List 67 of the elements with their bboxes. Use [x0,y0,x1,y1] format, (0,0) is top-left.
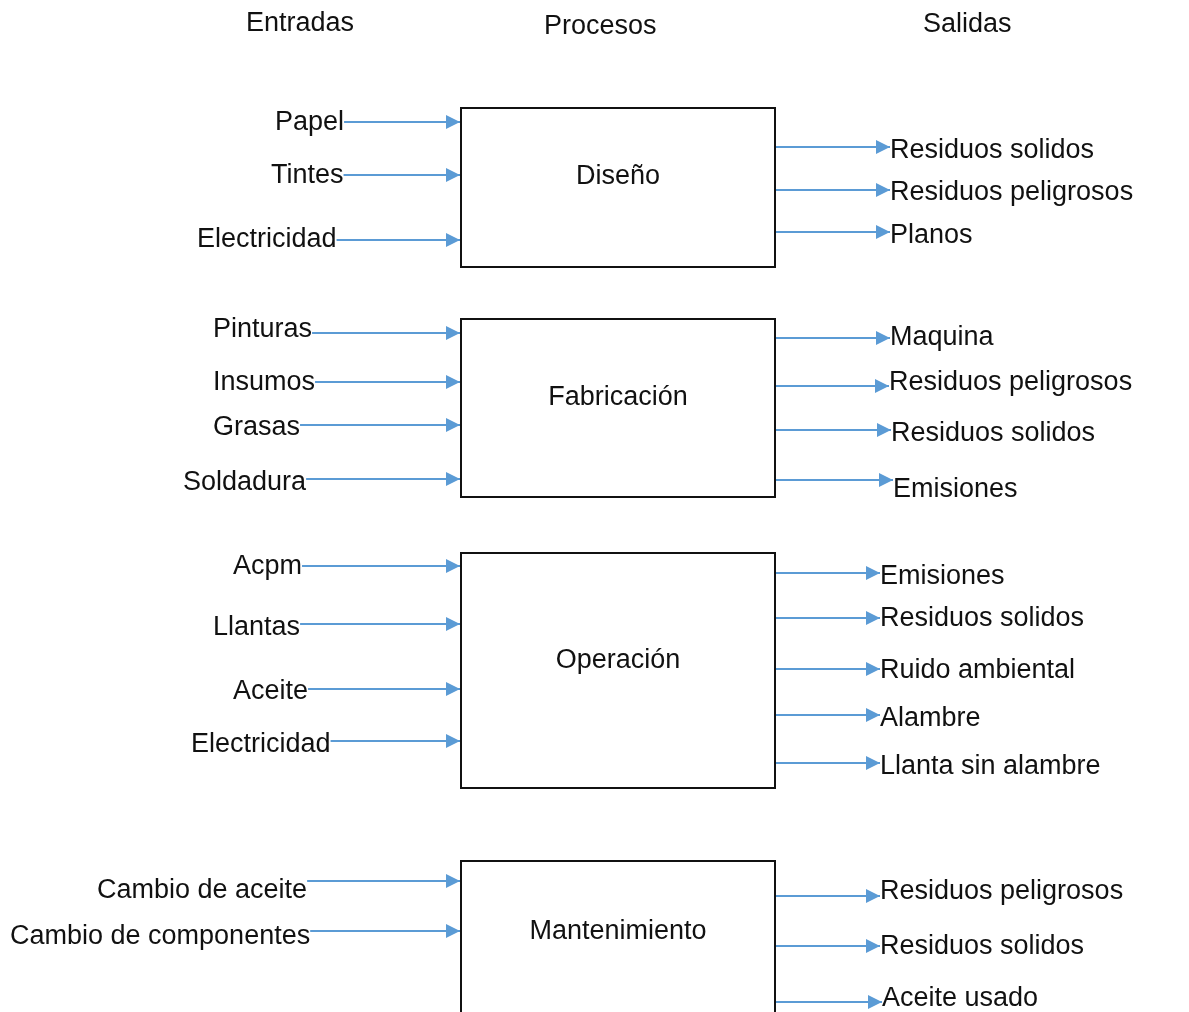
flow-label: Tintes [271,159,344,191]
arrow [775,939,881,953]
arrow [329,734,461,748]
arrow [299,617,461,631]
arrow [775,995,883,1009]
arrow [342,168,461,182]
column-header: Entradas [246,8,355,38]
flow-label: Residuos peligrosos [889,366,1133,398]
process-box [460,318,776,498]
arrow [775,423,892,437]
flow-label: Emisiones [893,473,1018,505]
arrow [299,418,461,432]
arrow [775,756,881,770]
arrow [307,682,461,696]
column-header: Procesos [544,11,657,41]
arrow [306,874,461,888]
process-label: Mantenimiento [529,915,707,947]
flow-label: Llanta sin alambre [880,750,1101,782]
arrow [311,326,461,340]
flow-label: Papel [275,106,345,138]
flow-label: Residuos solidos [890,134,1095,166]
arrow [775,566,881,580]
flow-label: Soldadura [183,466,307,498]
flow-label: Residuos solidos [891,417,1096,449]
flow-label: Cambio de componentes [10,920,311,952]
arrow [775,225,891,239]
arrow [775,379,890,393]
process-box [460,860,776,1012]
arrow [775,140,891,154]
flow-label: Electricidad [197,223,337,255]
arrow [775,662,881,676]
flow-label: Emisiones [880,560,1005,592]
flow-label: Aceite usado [882,982,1039,1012]
flow-label: Planos [890,219,973,251]
flow-label: Grasas [213,411,301,443]
flow-label: Electricidad [191,728,331,760]
arrow [305,472,461,486]
column-header: Salidas [923,9,1012,39]
flow-label: Acpm [233,550,303,582]
flow-label: Insumos [213,366,316,398]
process-label: Fabricación [548,381,688,413]
process-label: Operación [555,643,681,675]
arrow [775,889,881,903]
flow-label: Llantas [213,611,301,643]
process-label: Diseño [575,159,660,191]
arrow [309,924,461,938]
flow-label: Ruido ambiental [880,654,1076,686]
flow-label: Alambre [880,702,981,734]
arrow [343,115,461,129]
arrow [775,183,891,197]
flow-label: Pinturas [213,313,313,345]
flow-label: Residuos peligrosos [880,875,1124,907]
flow-label: Residuos solidos [880,930,1085,962]
arrow [335,233,461,247]
flow-label: Residuos solidos [880,602,1085,634]
flow-label: Maquina [890,321,994,353]
arrow [314,375,461,389]
flow-label: Cambio de aceite [97,874,308,906]
process-box [460,552,776,789]
process-box [460,107,776,268]
arrow [775,708,881,722]
arrow [301,559,461,573]
arrow [775,611,881,625]
arrow [775,331,891,345]
flow-label: Aceite [233,675,309,707]
flow-label: Residuos peligrosos [890,176,1134,208]
arrow [775,473,894,487]
